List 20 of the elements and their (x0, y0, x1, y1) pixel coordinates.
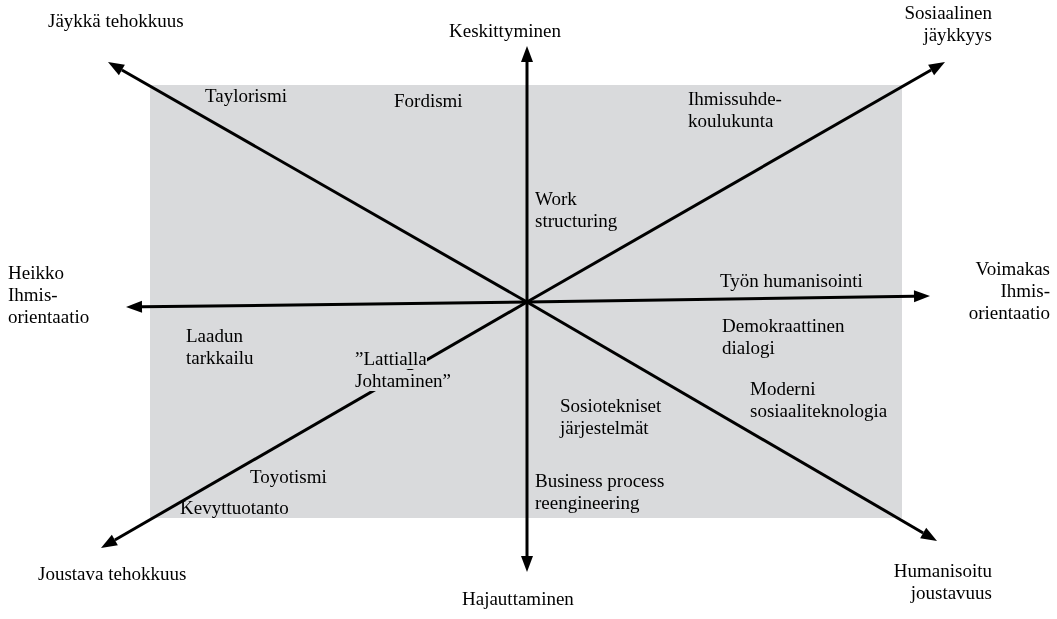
axis-label: Toyotismi (250, 466, 327, 487)
axis-label: Heikko Ihmis- orientaatio (8, 262, 90, 327)
axis-label: Business process reengineering (535, 470, 665, 513)
axis-label: Keskittyminen (449, 20, 561, 41)
axis-label: Fordismi (394, 90, 463, 111)
axis-label: Laadun tarkkailu (186, 325, 254, 368)
axis-label: Työn humanisointi (720, 270, 863, 291)
axis-label: Hajauttaminen (462, 588, 574, 609)
axis-label: Moderni sosiaaliteknologia (750, 378, 888, 421)
axis-label: Demokraattinen dialogi (722, 315, 845, 358)
axis-label: Sosiotekniset järjestelmät (560, 395, 662, 438)
axis-label: Ihmissuhde- koulukunta (688, 88, 782, 131)
axis-label: Sosiaalinen jäykkyys (904, 2, 992, 45)
axis-label: Humanisoitu joustavuus (893, 560, 992, 603)
axis-label: Jäykkä tehokkuus (48, 10, 184, 31)
axis-label: Voimakas Ihmis- orientaatio (968, 258, 1050, 323)
axis-label: Kevyttuotanto (180, 497, 289, 518)
axis-label: Joustava tehokkuus (38, 563, 187, 584)
axis-label: Work structuring (535, 188, 618, 231)
axis-label: Taylorismi (205, 85, 288, 106)
